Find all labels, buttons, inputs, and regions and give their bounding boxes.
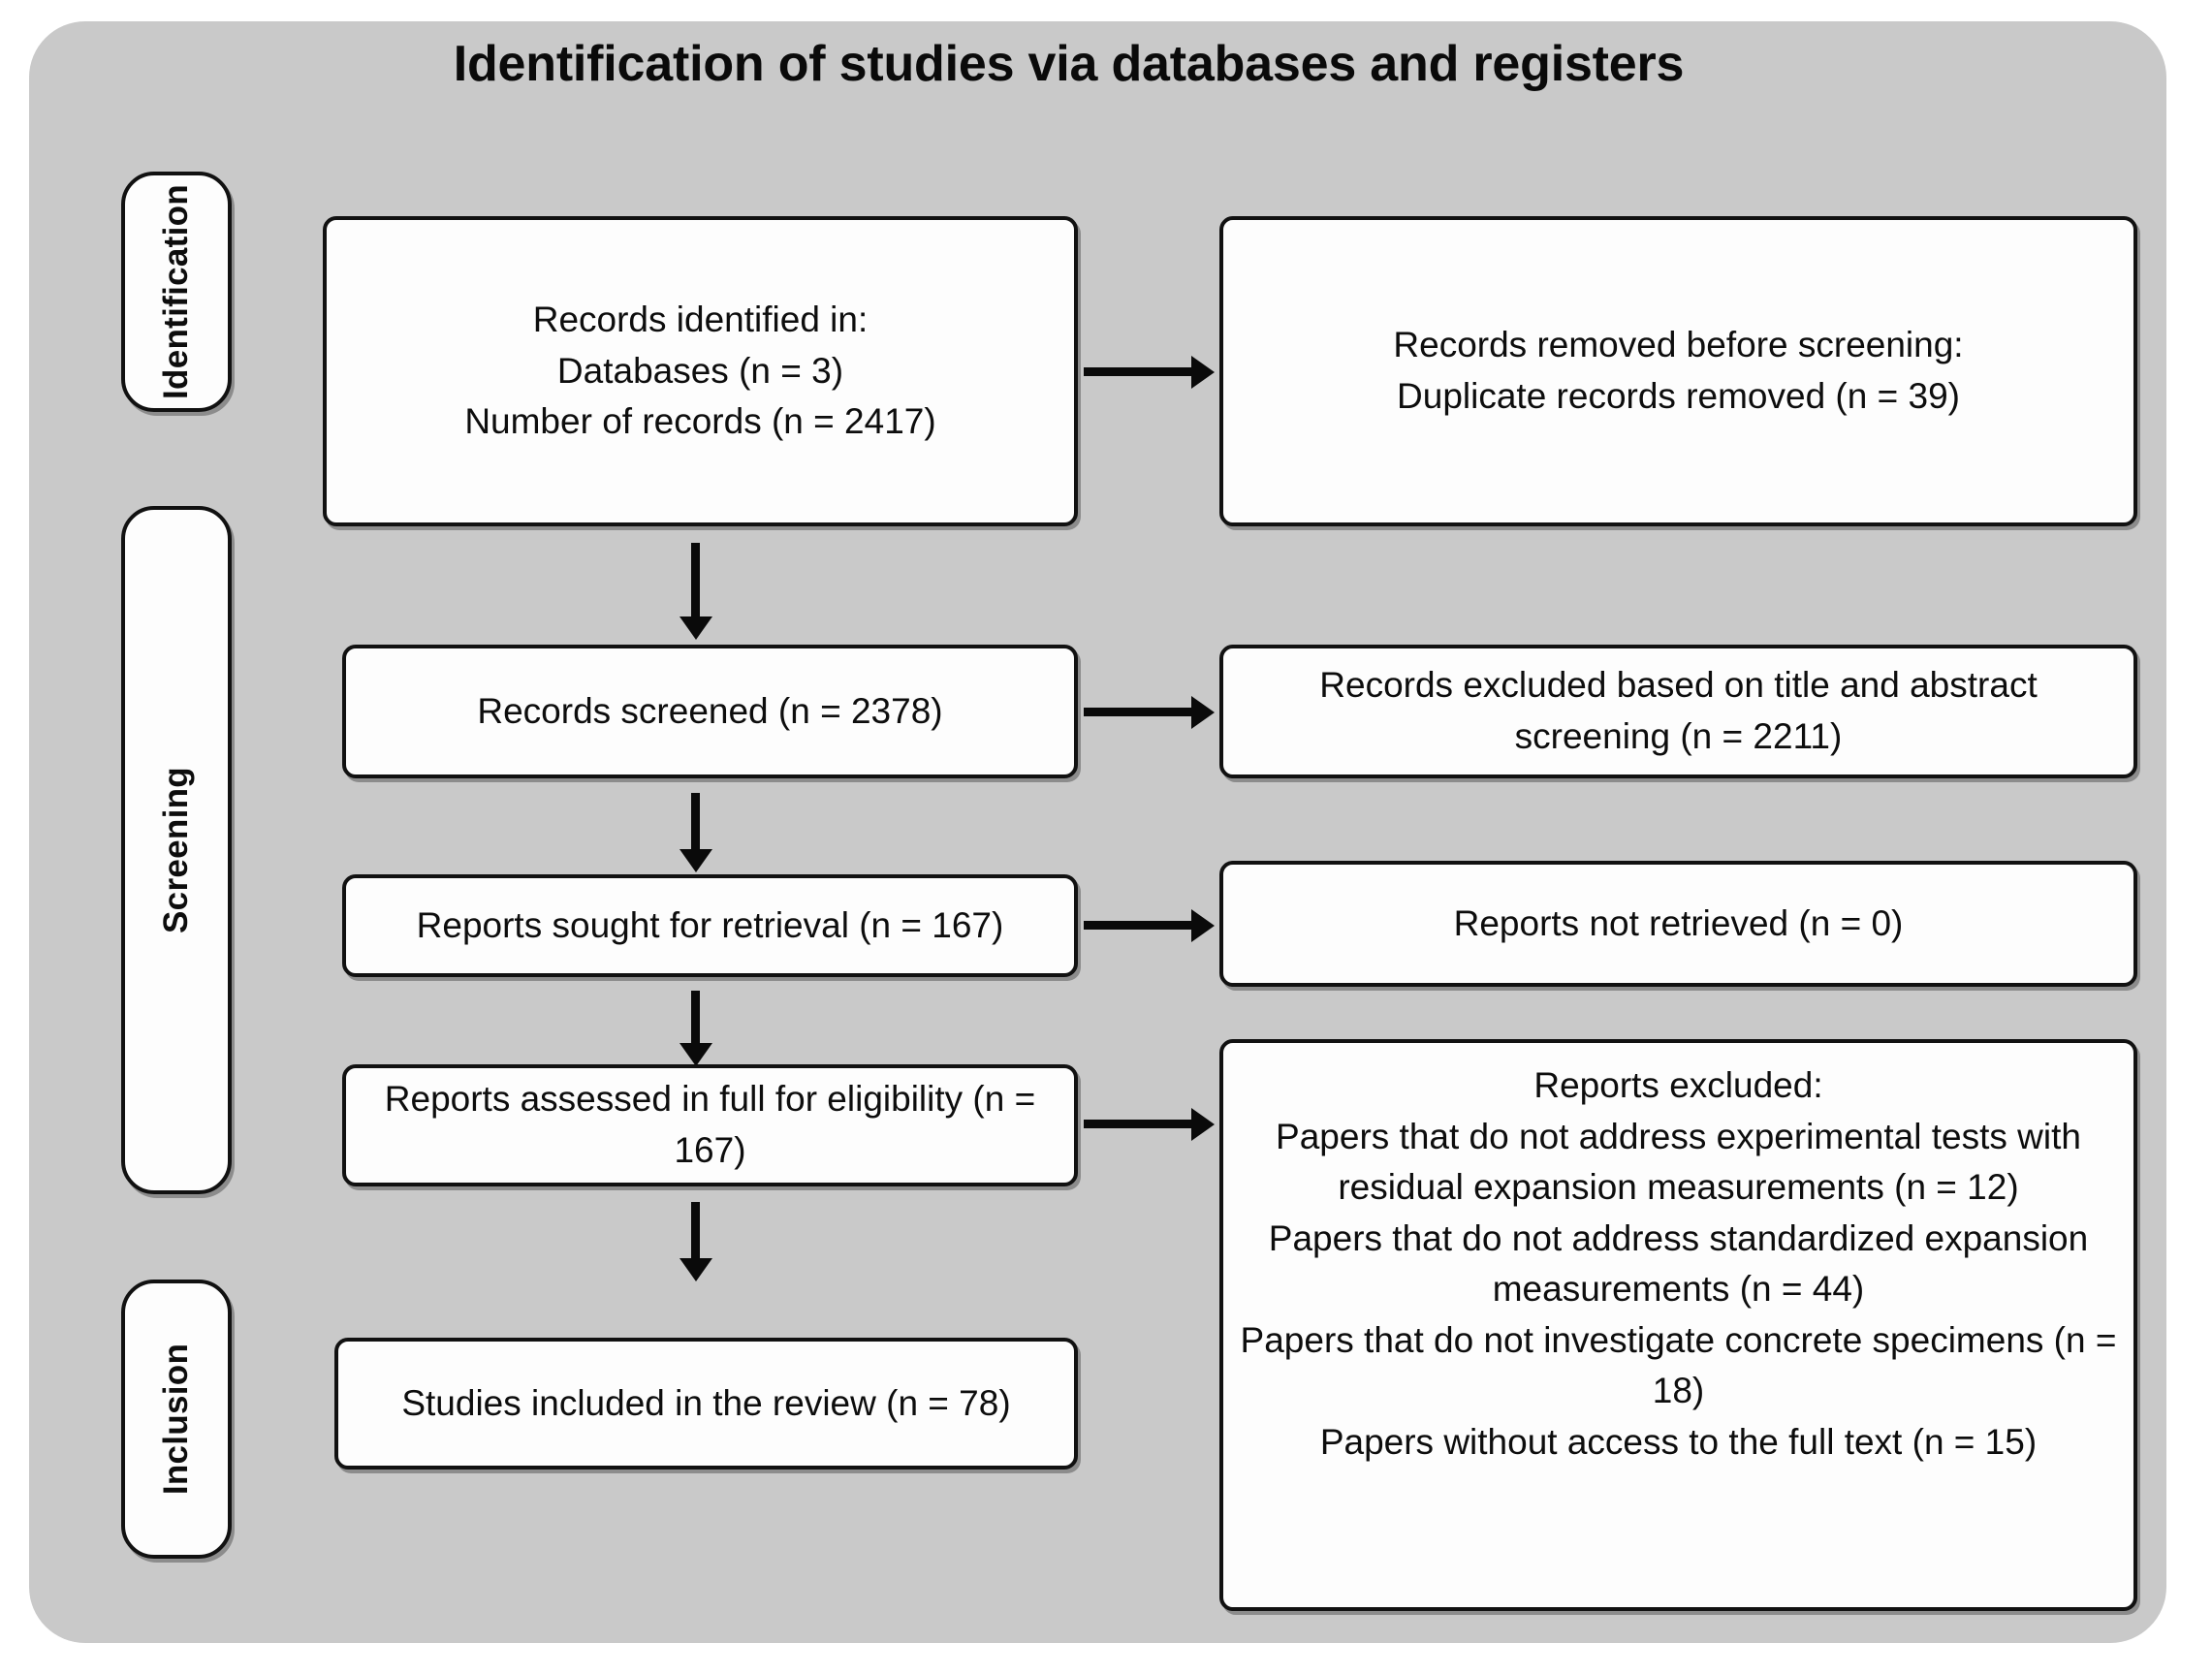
node-records-identified: Records identified in: Databases (n = 3)… (323, 216, 1078, 526)
node-reports-excluded: Reports excluded: Papers that do not add… (1219, 1039, 2137, 1611)
node-reports-not-retrieved-text: Reports not retrieved (n = 0) (1453, 902, 1904, 943)
stage-label-inclusion-text: Inclusion (157, 1343, 196, 1496)
node-reports-sought: Reports sought for retrieval (n = 167) (342, 874, 1078, 977)
arrow-identified-to-screened (691, 543, 700, 620)
node-records-screened: Records screened (n = 2378) (342, 645, 1078, 778)
arrow-assessed-to-included (691, 1202, 700, 1262)
stage-label-inclusion: Inclusion (121, 1280, 232, 1559)
stage-label-screening: Screening (121, 506, 232, 1194)
node-records-identified-text: Records identified in: Databases (n = 3)… (464, 300, 936, 442)
page-title: Identification of studies via databases … (453, 36, 1685, 92)
node-records-excluded: Records excluded based on title and abst… (1219, 645, 2137, 778)
node-studies-included-text: Studies included in the review (n = 78) (401, 1382, 1011, 1423)
stage-label-identification-text: Identification (157, 184, 196, 399)
arrow-screened-to-excluded (1084, 708, 1195, 716)
arrow-screened-to-sought (691, 793, 700, 853)
stage-label-identification: Identification (121, 172, 232, 412)
stage-label-screening-text: Screening (157, 767, 195, 933)
node-reports-assessed: Reports assessed in full for eligibility… (342, 1064, 1078, 1186)
arrow-identified-to-removed (1084, 367, 1195, 376)
arrow-sought-to-not-retrieved (1084, 921, 1195, 930)
node-records-excluded-text: Records excluded based on title and abst… (1319, 665, 2038, 756)
arrow-sought-to-assessed (691, 991, 700, 1047)
node-records-removed-text: Records removed before screening: Duplic… (1393, 325, 1964, 416)
node-records-screened-text: Records screened (n = 2378) (477, 690, 943, 731)
node-records-removed: Records removed before screening: Duplic… (1219, 216, 2137, 526)
node-reports-sought-text: Reports sought for retrieval (n = 167) (416, 904, 1004, 945)
node-reports-assessed-text: Reports assessed in full for eligibility… (384, 1079, 1036, 1170)
node-reports-not-retrieved: Reports not retrieved (n = 0) (1219, 861, 2137, 987)
node-studies-included: Studies included in the review (n = 78) (334, 1338, 1078, 1470)
arrow-assessed-to-excluded (1084, 1120, 1195, 1128)
node-reports-excluded-text: Reports excluded: Papers that do not add… (1240, 1065, 2117, 1462)
